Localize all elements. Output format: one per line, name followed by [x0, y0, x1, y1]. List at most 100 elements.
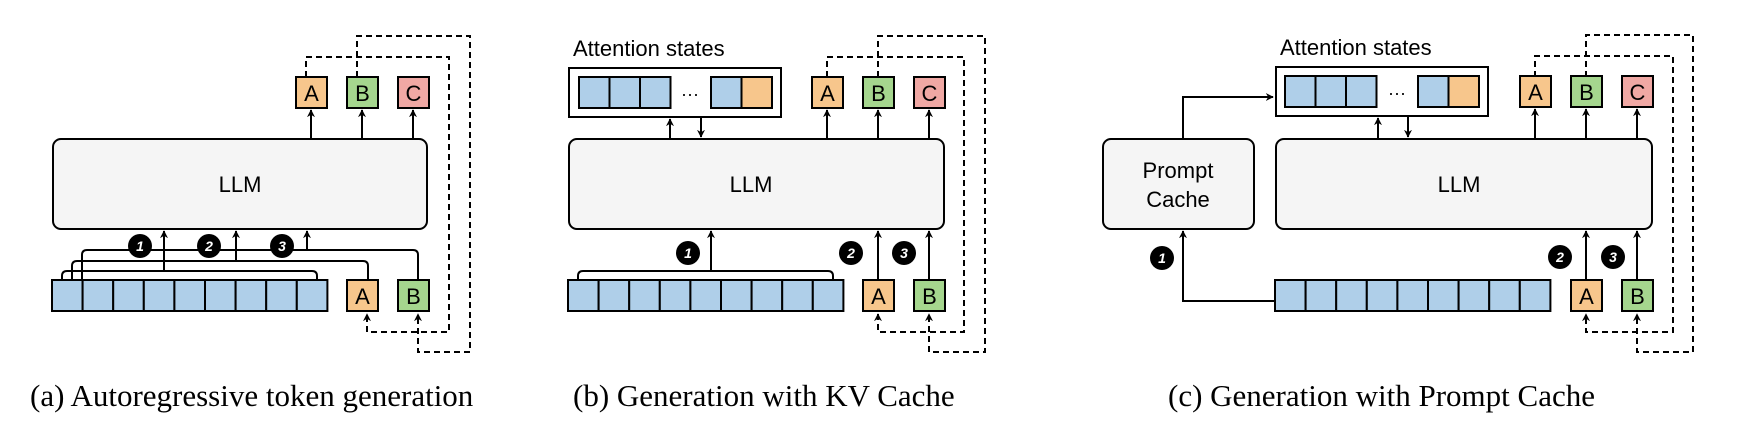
feedback-loop-b-inner: [826, 56, 965, 333]
prompt-token: [1427, 279, 1460, 312]
prompt-token: [597, 279, 631, 312]
input-token-b: B: [1621, 279, 1654, 312]
prompt-token: [81, 279, 115, 312]
step1-bracket: [61, 270, 318, 280]
output-token-b: B: [1570, 75, 1603, 108]
prompt-token: [1335, 279, 1368, 312]
prompt-tokens: [1274, 279, 1552, 312]
svg-text:B: B: [1630, 284, 1645, 309]
output-token-b: B: [346, 76, 379, 109]
output-token-c: C: [1621, 75, 1654, 108]
attention-states-label: Attention states: [1280, 35, 1432, 60]
kv-cell: [1417, 75, 1450, 108]
step-badge-1: 1: [128, 234, 152, 258]
prompt-token: [689, 279, 723, 312]
svg-text:2: 2: [204, 238, 213, 254]
svg-text:A: A: [820, 81, 835, 106]
prompt-token: [1304, 279, 1338, 312]
output-token-a: A: [295, 76, 328, 109]
ellipsis: ···: [681, 84, 699, 104]
prompt-cache-label-line2: Cache: [1146, 187, 1210, 212]
feedback-loop-c-inner: [1534, 55, 1674, 333]
prompt-token: [750, 279, 784, 312]
svg-text:A: A: [871, 284, 886, 309]
svg-text:C: C: [1630, 80, 1646, 105]
kv-cell-new: [1447, 75, 1480, 108]
prompt-token: [112, 279, 145, 312]
input-token-a: A: [1570, 279, 1603, 312]
input-token-b: B: [913, 279, 946, 312]
prompt-token: [142, 279, 176, 312]
prompt-token: [1396, 279, 1430, 312]
feedback-loop-b-outer: [877, 35, 986, 353]
step-badge-2: 2: [1548, 245, 1572, 269]
step-badge-1: 1: [1150, 246, 1174, 270]
prompt-token: [173, 279, 206, 312]
output-token-a: A: [811, 76, 844, 109]
kv-cell: [608, 76, 641, 109]
input-token-a: A: [346, 279, 379, 312]
output-token-c: C: [913, 76, 946, 109]
kv-cell: [1314, 75, 1347, 108]
llm-label: LLM: [219, 172, 262, 197]
step3-connector: [81, 249, 419, 280]
svg-text:B: B: [406, 284, 421, 309]
prompt-token: [295, 279, 329, 312]
step1-prompt-to-cache-arrow: [1179, 230, 1275, 302]
prompt-token: [1518, 279, 1552, 312]
step-badge-3: 3: [270, 234, 294, 258]
svg-text:B: B: [355, 81, 370, 106]
caption-c: (c) Generation with Prompt Cache: [1168, 378, 1595, 413]
cache-to-attention-arrow: [1182, 93, 1274, 139]
prompt-token: [1488, 279, 1521, 312]
prompt-tokens: [51, 279, 329, 312]
prompt-token: [234, 279, 268, 312]
step1-bracket: [577, 270, 834, 280]
step-badge-2: 2: [197, 234, 221, 258]
prompt-cache-box: [1102, 138, 1255, 230]
panel-b: Attention states ··· LLM A B C 1: [567, 35, 986, 413]
prompt-token: [265, 279, 298, 312]
step2-connector: [71, 260, 369, 280]
caption-a: (a) Autoregressive token generation: [30, 378, 474, 413]
llm-label: LLM: [730, 172, 773, 197]
svg-text:3: 3: [1609, 249, 1617, 265]
prompt-token: [51, 279, 84, 312]
prompt-tokens: [567, 279, 845, 312]
svg-text:1: 1: [136, 238, 144, 254]
panel-c: Prompt Cache 1 Attention states ··· LLM …: [1102, 34, 1694, 413]
feedback-loop-c-outer: [1585, 34, 1694, 353]
svg-text:2: 2: [846, 245, 855, 261]
svg-text:C: C: [922, 81, 938, 106]
kv-cell: [1345, 75, 1378, 108]
svg-text:A: A: [304, 81, 319, 106]
svg-text:A: A: [1579, 284, 1594, 309]
prompt-token: [1457, 279, 1491, 312]
svg-text:B: B: [871, 81, 886, 106]
svg-text:B: B: [922, 284, 937, 309]
kv-cell: [1284, 75, 1317, 108]
svg-text:C: C: [406, 81, 422, 106]
prompt-token: [811, 279, 845, 312]
ellipsis: ···: [1388, 83, 1406, 103]
prompt-token: [567, 279, 600, 312]
svg-text:1: 1: [1158, 250, 1166, 266]
prompt-token: [781, 279, 814, 312]
svg-text:3: 3: [900, 245, 908, 261]
kv-cell: [578, 76, 611, 109]
svg-text:A: A: [1528, 80, 1543, 105]
caption-b: (b) Generation with KV Cache: [573, 378, 955, 413]
panel-a: LLM A B C 1 2 3: [30, 35, 474, 413]
svg-text:2: 2: [1555, 249, 1564, 265]
step-badge-3: 3: [1601, 245, 1625, 269]
kv-cell-new: [740, 76, 773, 109]
prompt-token: [204, 279, 237, 312]
svg-text:B: B: [1579, 80, 1594, 105]
kv-cell: [710, 76, 743, 109]
svg-text:1: 1: [684, 245, 692, 261]
llm-box: [52, 138, 428, 230]
output-token-c: C: [397, 76, 430, 109]
llm-box: [568, 138, 945, 230]
input-token-a: A: [862, 279, 895, 312]
